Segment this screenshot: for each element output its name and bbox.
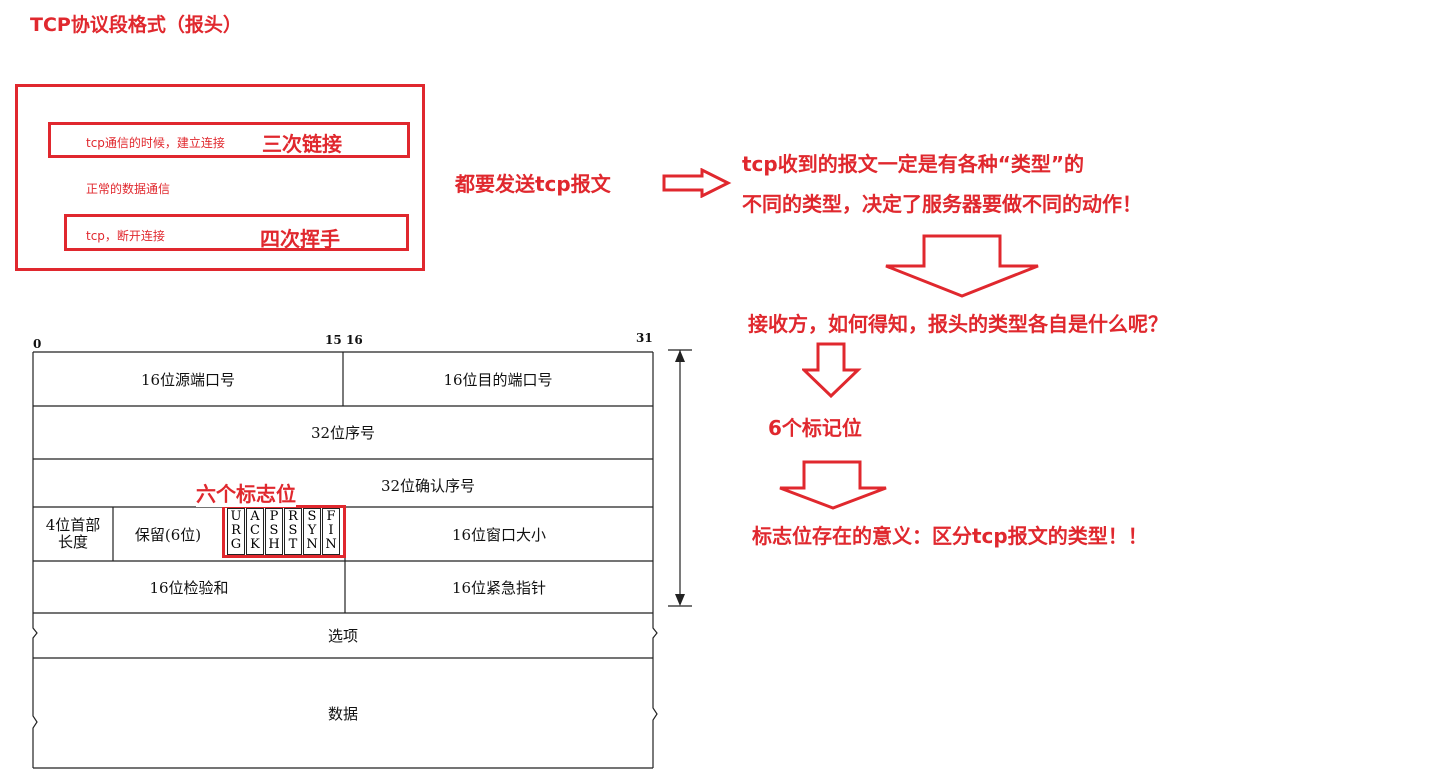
flag-letter: R (288, 509, 298, 524)
send-all-text: 都要发送tcp报文 (455, 172, 611, 196)
flag-letter: S (288, 523, 298, 538)
meaning-text: 标志位存在的意义：区分tcp报文的类型！！ (752, 524, 1148, 548)
question-text: 接收方，如何得知，报头的类型各自是什么呢？ (748, 312, 1168, 336)
six-flags-text: 6个标记位 (768, 416, 862, 440)
down-arrow-icon (779, 460, 887, 510)
flag-letter: P (269, 509, 279, 524)
normal-text: 正常的数据通信 (86, 182, 171, 196)
data-field: 数据 (327, 704, 358, 723)
reserved-field: 保留(6位) (134, 525, 202, 544)
bit-label-0: 0 (33, 337, 42, 351)
handshake-label: 三次链接 (262, 132, 342, 156)
flag-letter: H (268, 537, 280, 552)
header-length-field: 4位首部 长度 (33, 507, 113, 561)
flag-letter: F (326, 509, 336, 524)
wave-box (64, 214, 409, 251)
flag-letter: Y (307, 523, 317, 538)
src-port-field: 16位源端口号 (140, 370, 236, 389)
flag-letter: K (250, 537, 260, 552)
flag-letter: N (325, 537, 337, 552)
bit-label-16: 16 (346, 333, 363, 347)
dst-port-field: 16位目的端口号 (443, 370, 553, 389)
flag-letter: C (250, 523, 260, 538)
flag-letter: S (269, 523, 279, 538)
six-flags-label: 六个标志位 (196, 478, 296, 507)
handshake-text: tcp通信的时候，建立连接 (86, 136, 225, 150)
header-length-line2: 长度 (57, 533, 88, 551)
flag-letter: I (328, 523, 334, 538)
window-field: 16位窗口大小 (451, 525, 547, 544)
down-arrow-icon (802, 342, 862, 398)
options-field: 选项 (327, 627, 358, 645)
types-line2: 不同的类型，决定了服务器要做不同的动作！ (742, 192, 1142, 216)
down-arrow-icon (885, 234, 1039, 298)
types-line1: tcp收到的报文一定是有各种“类型”的 (742, 152, 1085, 176)
handshake-box (48, 122, 410, 158)
flag-letter: S (307, 509, 317, 524)
flag-letter: G (230, 537, 242, 552)
page-title: TCP协议段格式（报头） (30, 14, 242, 36)
ack-field: 32位确认序号 (380, 476, 476, 495)
flag-letter: T (288, 537, 298, 552)
right-arrow-icon (662, 168, 732, 198)
flag-letter: R (231, 523, 241, 538)
flag-letter: U (230, 509, 242, 524)
connection-box (15, 84, 425, 271)
urgent-pointer-field: 16位紧急指针 (451, 578, 547, 597)
seq-field: 32位序号 (310, 424, 376, 442)
flag-letter: N (306, 537, 318, 552)
bit-label-31: 31 (636, 331, 653, 345)
bit-label-15: 15 (325, 333, 342, 347)
flag-letter: A (250, 509, 260, 524)
wave-label: 四次挥手 (260, 227, 340, 251)
header-length-line1: 4位首部 (45, 516, 101, 534)
checksum-field: 16位检验和 (149, 578, 229, 597)
wave-text: tcp，断开连接 (86, 229, 165, 243)
